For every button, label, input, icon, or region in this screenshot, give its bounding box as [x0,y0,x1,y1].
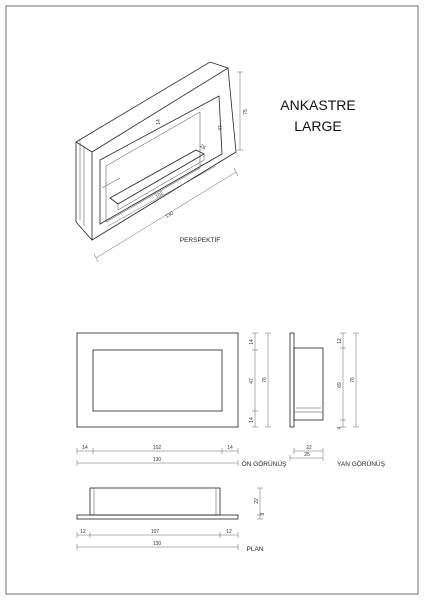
persp-back-top [75,61,229,153]
perspective-view: 75 47 14 26 102 130 PERSPEKTİF [75,61,249,263]
sheet-border [5,5,419,595]
dim-side-22: 22 [306,445,312,451]
dim-plan-107: 107 [151,529,160,535]
side-view: 12 69 4 76 22 25 YAN GÖRÜNÜŞ [289,332,386,468]
plan-front-plate [76,514,239,520]
dim-plan-12a: 12 [80,529,86,535]
dim-plan-3: 3 [260,512,266,515]
dim-front-bot-14b: 14 [227,445,233,451]
dim-side-12: 12 [337,338,343,344]
persp-burner-bottom [117,159,205,211]
front-view: 14 47 14 76 14 102 14 130 ÖN GÖRÜNÜŞ [76,332,287,468]
persp-back-side [75,142,93,241]
label-plan: PLAN [247,546,264,553]
persp-tray-line [101,177,121,189]
dim-plan-22: 22 [254,498,260,504]
persp-inner-opening [99,95,223,225]
side-front-plate [289,332,295,428]
dim-side-69: 69 [337,382,343,388]
dim-front-bot-130: 130 [153,457,162,463]
dim-persp-102: 102 [154,190,164,199]
plan-body [89,487,221,516]
dim-front-bot-14a: 14 [82,445,88,451]
dim-persp-75: 75 [243,109,249,115]
dim-front-47: 47 [249,378,255,384]
label-perspective: PERSPEKTİF [180,235,220,244]
dim-side-4: 4 [337,426,343,429]
dim-side-25: 25 [304,452,310,458]
dim-persp-14: 14 [156,119,162,125]
dim-line-130 [95,171,237,259]
front-inner-opening [92,349,223,412]
front-outer-frame [76,332,239,428]
persp-interior [105,146,201,223]
side-body [293,347,324,421]
dim-front-14b: 14 [249,417,255,423]
dim-front-76: 76 [262,377,268,383]
dim-persp-47: 47 [218,125,224,131]
dim-persp-26: 26 [199,143,207,151]
dim-side-76: 76 [350,377,356,383]
label-side: YAN GÖRÜNÜŞ [337,460,386,468]
persp-outer-frame [91,67,237,241]
dim-front-14a: 14 [249,339,255,345]
dim-plan-12b: 12 [226,529,232,535]
plan-view: 22 3 12 107 12 130 PLAN [76,487,266,553]
label-front: ÖN GÖRÜNÜŞ [242,460,287,468]
dim-line-102 [107,165,217,227]
persp-interior-top [105,111,201,167]
dim-front-bot-102: 102 [153,445,162,451]
dim-plan-130: 130 [153,541,162,547]
title-line1: ANKASTRE [280,97,355,113]
title-line2: LARGE [294,118,341,134]
dim-persp-130: 130 [164,210,174,220]
